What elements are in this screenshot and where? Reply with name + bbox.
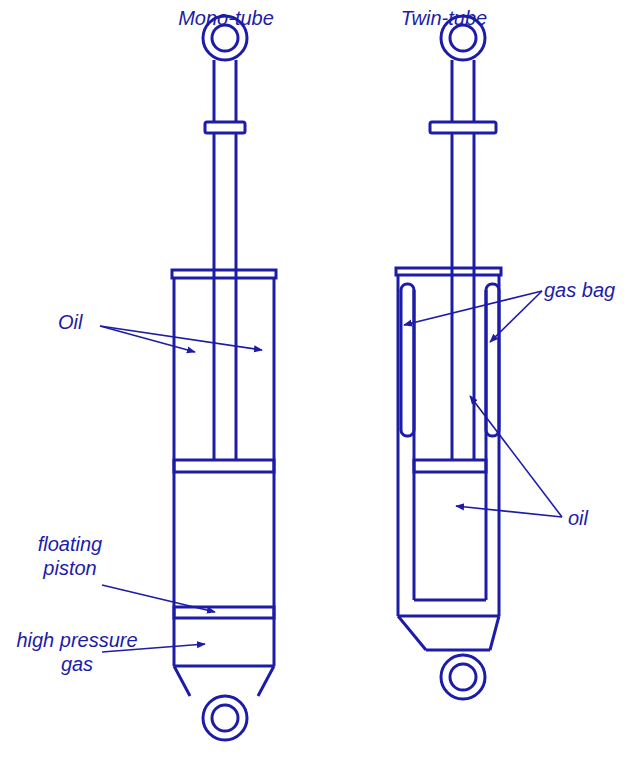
part-label: oil — [568, 506, 608, 530]
mono-tube-shock — [172, 16, 276, 740]
section-title: Mono-tube — [168, 6, 284, 30]
gas-bag — [486, 284, 499, 436]
section-title: Twin-tube — [389, 6, 499, 30]
leader-lines — [100, 291, 562, 652]
part-label: Oil — [58, 310, 98, 334]
gas-bag — [401, 284, 414, 436]
part-label: high pressure gas — [6, 628, 148, 676]
part-label: floating piston — [22, 532, 118, 580]
twin-tube-shock — [396, 16, 501, 699]
part-label: gas bag — [544, 278, 640, 302]
